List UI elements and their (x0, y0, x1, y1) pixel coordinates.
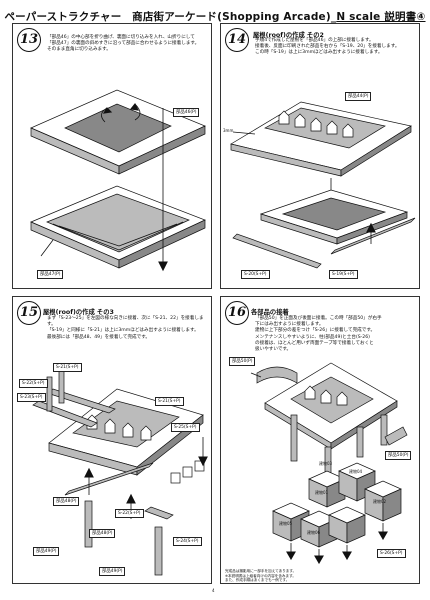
part-label: S-21(S+P) (155, 397, 184, 406)
part-label: 部品44(P) (345, 92, 372, 101)
part-label: S-24(S+P) (173, 537, 202, 546)
part-label: S-25(S+P) (171, 423, 200, 432)
step-14-description: 手順4で作成した屋根を「部品46」の上部に接着します。 接着後、反面に印刷された… (255, 38, 400, 56)
part-label: S-22(S+P) (115, 509, 144, 518)
step-13-description: 「部品46」の中心部を折り曲げ、裏面に切り込みを入れ、山折りにして 「部品47」… (47, 35, 200, 53)
part-label: S-26(S+P) (377, 549, 406, 558)
part-label: 部品46(P) (173, 108, 200, 117)
step-16-description: 「部品50」を正面及び後面に接着。この時「部品50」が右手 下にはみ出すように接… (255, 316, 382, 353)
building-label: 建物04 (349, 469, 363, 474)
step-15-description: まず「S-23〜25」を左図の様な向きに接着、次に「S-21、22」を接着します… (47, 316, 204, 340)
part-label: 部品50(P) (385, 451, 412, 460)
part-label: 部品49(P) (99, 567, 126, 576)
part-label: S-21(S+P) (53, 363, 82, 372)
step-16-panel: 16 各部品の接着 「部品50」を正面及び後面に接着。この時「部品50」が右手 … (220, 296, 420, 584)
footnote: 完成品は撮影用に一部手を加えてあります。 ※本説明書は上級者向けの内容を含みます… (225, 569, 297, 583)
title-scale: N scale 説明書④ (336, 11, 426, 23)
step-13-number: 13 (17, 28, 41, 52)
part-label: S-20(S+P) (241, 270, 270, 279)
page-number: 4 (212, 588, 215, 593)
step-15-panel: 15 屋根(roof)の作成 その3 まず「S-23〜25」を左図の様な向きに接… (12, 296, 212, 584)
step-15-number: 15 (17, 301, 41, 325)
building-label: 建物06 (307, 530, 321, 535)
step-16-title: 各部品の接着 (251, 309, 289, 316)
part-label: 部品47(P) (37, 270, 64, 279)
step-15-title: 屋根(roof)の作成 その3 (43, 309, 114, 316)
step-13-panel: 13 「部品46」の中心部を折り曲げ、裏面に切り込みを入れ、山折りにして 「部品… (12, 23, 212, 289)
part-label: 部品49(P) (33, 547, 60, 556)
step-14-panel: 14 屋根(roof)の作成 その2 手順4で作成した屋根を「部品46」の上部に… (220, 23, 420, 289)
building-label: 建物05 (279, 521, 293, 526)
step-14-number: 14 (225, 28, 249, 52)
step-14-title: 屋根(roof)の作成 その2 (253, 32, 324, 39)
part-label: S-22(S+P) (19, 379, 48, 388)
part-label: S-23(S+P) (17, 393, 46, 402)
step-13-illustration (30, 89, 206, 272)
part-label: S-19(S+P) (329, 270, 358, 279)
document-title: ペーパーストラクチャー 商店街アーケード(Shopping Arcade)_N … (4, 11, 426, 23)
title-main: ペーパーストラクチャー 商店街アーケード(Shopping Arcade) (4, 11, 331, 23)
dimension-3mm: 3mm (223, 128, 234, 133)
part-label: 部品48(P) (89, 529, 116, 538)
part-label: 部品48(P) (53, 497, 80, 506)
part-label: 部品50(P) (229, 357, 256, 366)
building-label: 建物03 (319, 461, 333, 466)
step-14-illustration (230, 101, 416, 269)
step-16-number: 16 (225, 301, 249, 325)
building-label: 建物02 (373, 499, 387, 504)
step-15-illustration (32, 368, 208, 576)
building-label: 建物01 (315, 490, 329, 495)
step-16-illustration (250, 362, 408, 565)
